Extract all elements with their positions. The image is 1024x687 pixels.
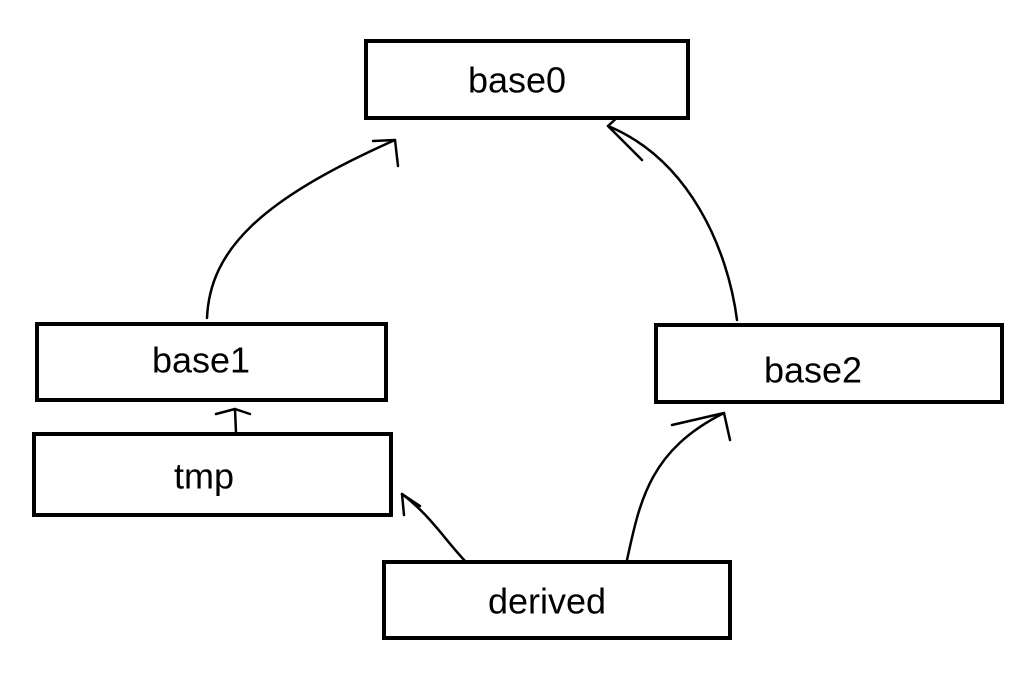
edge-line bbox=[606, 124, 739, 322]
node-box bbox=[364, 39, 690, 120]
node-base2[interactable]: base2 bbox=[654, 323, 1004, 404]
arrowhead-icon bbox=[670, 411, 732, 442]
node-label: base2 bbox=[764, 350, 862, 391]
arrowhead-icon bbox=[214, 407, 252, 416]
node-label: tmp bbox=[174, 456, 234, 497]
edges bbox=[205, 113, 739, 564]
edge-line bbox=[400, 492, 468, 564]
arrowhead-icon bbox=[606, 113, 644, 162]
edge-derived-to-tmp bbox=[400, 492, 468, 564]
edge-line bbox=[205, 138, 397, 320]
arrowhead-icon bbox=[400, 492, 422, 517]
node-box bbox=[654, 323, 1004, 404]
node-box bbox=[32, 432, 393, 517]
edge-derived-to-base2 bbox=[625, 411, 732, 562]
node-base0[interactable]: base0 bbox=[364, 39, 690, 120]
edge-tmp-to-base1 bbox=[214, 407, 252, 435]
node-label: base0 bbox=[468, 60, 566, 101]
arrowhead-icon bbox=[371, 138, 400, 168]
node-derived[interactable]: derived bbox=[382, 560, 732, 640]
node-box bbox=[35, 322, 388, 402]
node-label: derived bbox=[488, 581, 606, 622]
edge-line bbox=[625, 411, 726, 562]
edge-line bbox=[233, 407, 238, 435]
node-tmp[interactable]: tmp bbox=[32, 432, 393, 517]
edge-base1-to-base0 bbox=[205, 138, 400, 320]
edge-base2-to-base0 bbox=[606, 113, 739, 322]
node-label: base1 bbox=[152, 340, 250, 381]
node-base1[interactable]: base1 bbox=[35, 322, 388, 402]
node-box bbox=[382, 560, 732, 640]
